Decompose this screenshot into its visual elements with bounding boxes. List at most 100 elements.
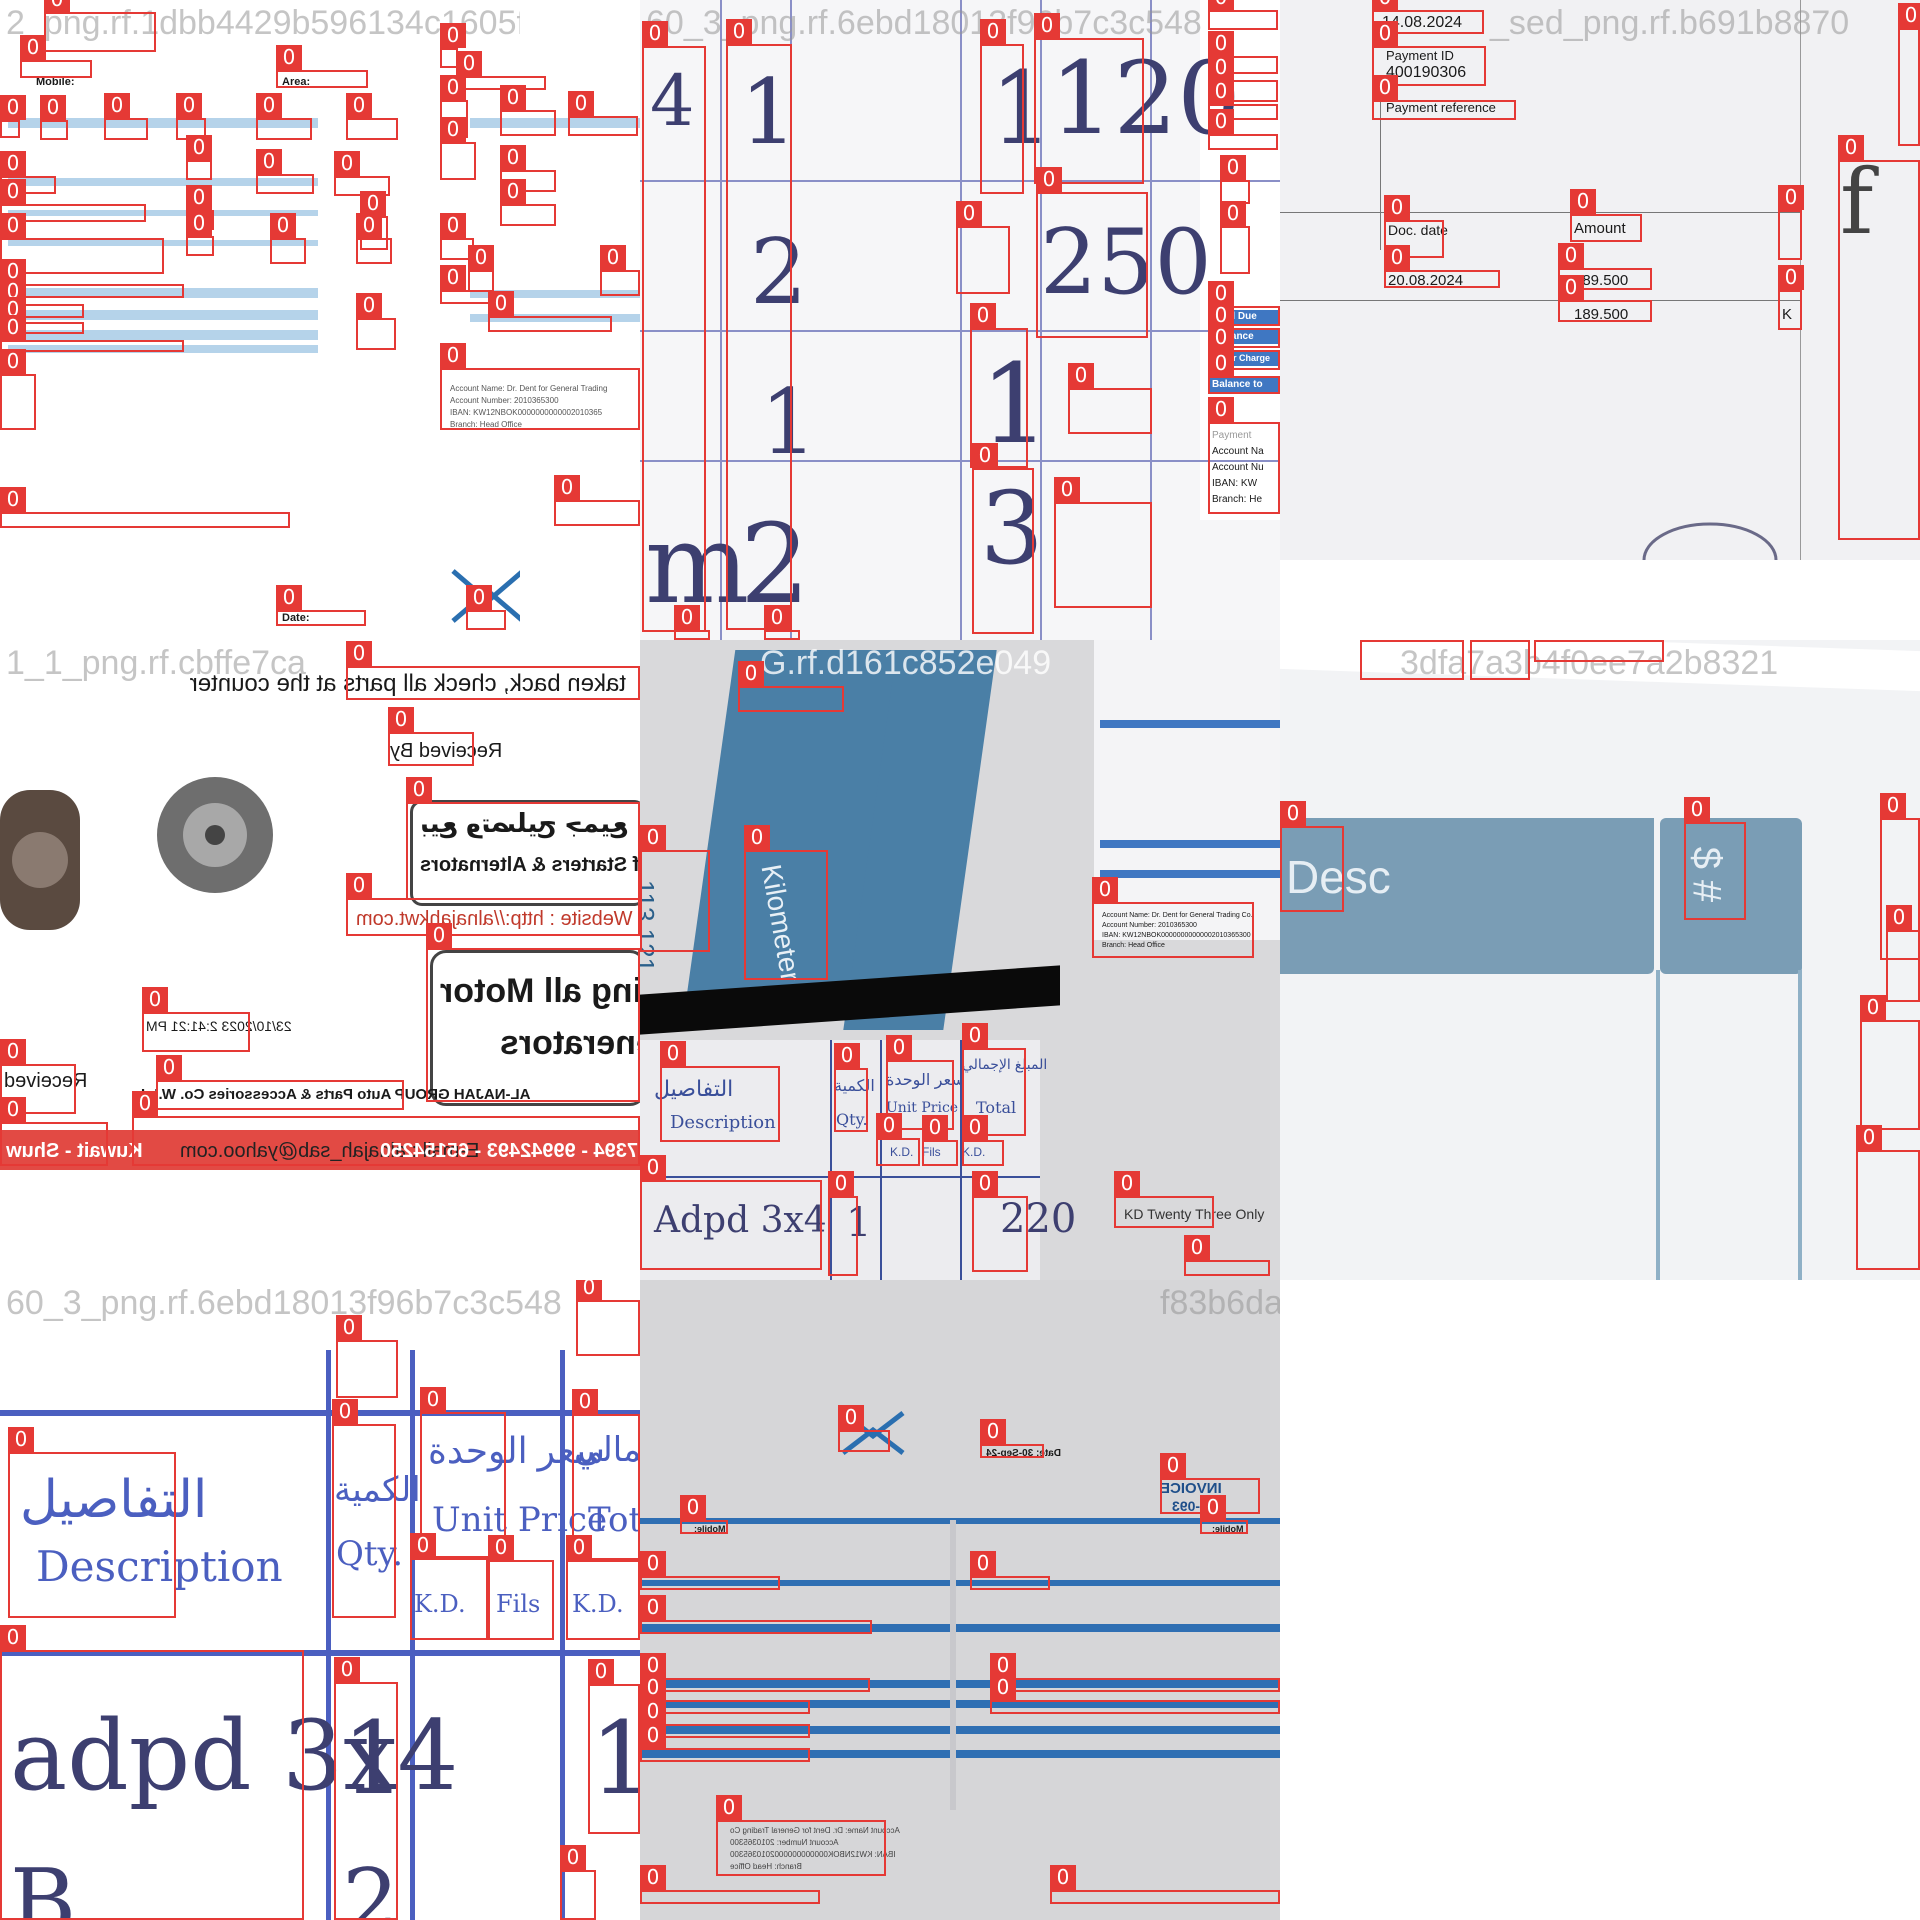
qty-arabic: الكمية <box>334 1471 421 1509</box>
table-line <box>410 1350 415 1920</box>
grid-line <box>720 0 722 640</box>
detection-box: 0 <box>1880 793 1920 960</box>
unit-price-arabic: سعر الوحدة <box>428 1430 605 1471</box>
total-due-label: Total Due <box>1212 311 1257 322</box>
detection-box: 0 <box>1208 31 1278 74</box>
detection-box: 0 <box>256 93 312 140</box>
description-arabic: التفاصيل <box>20 1471 208 1529</box>
tile-filename: f83b6da <box>1160 1284 1280 1322</box>
kd-header: K.D. <box>962 1145 986 1159</box>
kd-header: K.D. <box>890 1145 914 1159</box>
detection-box: 0 <box>1050 1865 1280 1904</box>
detection-box: 0 <box>44 0 156 52</box>
detection-box: 0 <box>1208 79 1278 120</box>
detection-box: 0 <box>1114 1171 1214 1228</box>
currency-code: K <box>1782 306 1793 323</box>
detection-box: 0 <box>406 777 640 900</box>
description-header: Description <box>36 1542 283 1591</box>
table-line <box>950 1520 956 1810</box>
detection-box: 0 <box>640 1653 870 1692</box>
detection-box: 0 <box>0 151 56 194</box>
detection-box: 0 <box>1778 185 1804 260</box>
detection-box: 0 <box>1036 167 1148 338</box>
detection-box: 0 <box>440 117 476 180</box>
tile-invoice-2: Account Name: Dr. Dent for General Tradi… <box>440 0 640 540</box>
detection-box: 0 <box>566 1535 640 1640</box>
bank-line: Branch: He <box>1212 494 1263 505</box>
detection-box: 0 <box>1558 275 1652 322</box>
detection-box: 0 <box>1208 109 1278 150</box>
detection-box: 0 <box>970 1551 1050 1590</box>
invoice-row <box>8 210 318 216</box>
bank-iban: IBAN: KW12NBOK0000000000002010365 <box>450 408 603 417</box>
detection-box: 0 <box>572 1389 640 1560</box>
invoice-row <box>1208 378 1280 392</box>
detection-box: 0 <box>990 1675 1280 1714</box>
tile-blue-header: 3dfa7a3b4f0ee7a2b8321 Desc $ # 0 0 0 0 0… <box>1280 640 1920 1280</box>
detection-box: 0 <box>1898 3 1920 146</box>
amount-in-words: KD Twenty Three Only <box>1124 1206 1265 1222</box>
invoice-row <box>640 1624 1280 1632</box>
detection-box: 0 <box>1470 640 1530 680</box>
detection-box: 0 <box>834 1043 868 1132</box>
unit-price-arabic: سعر الوحدة <box>886 1072 965 1089</box>
detection-box: 0 <box>962 1115 1004 1166</box>
handwriting: 1 <box>740 60 798 165</box>
detection-box: 0 <box>346 873 640 936</box>
detection-box: 0 <box>440 213 474 260</box>
tile-payment-receipt: _sed_png.rf.b691b8870 14.08.2024 Payment… <box>1280 0 1920 560</box>
detection-box: 0 <box>488 1535 554 1640</box>
doc-date-value: 20.08.2024 <box>1388 272 1464 289</box>
table-line <box>1280 300 1800 301</box>
tile-invoice-mirrored: f83b6da Date: 30-Sep-24 INVOICE I-093 Mo… <box>640 1280 1280 1920</box>
detection-box: 0 <box>426 923 640 1102</box>
grid-line <box>960 0 962 640</box>
detection-box: 0 <box>838 1405 890 1452</box>
detection-box: 0 <box>336 1315 398 1398</box>
table-line <box>1280 212 1800 213</box>
date-label: Date: <box>282 612 310 624</box>
detection-box: 0 <box>356 213 392 264</box>
invoice-row <box>640 1580 1280 1586</box>
handwritten-qty: 1 <box>342 1700 406 1817</box>
bank-account-number: Account Number: 2010365300 <box>450 396 559 405</box>
description-header: Description <box>670 1112 776 1133</box>
handwriting: 4 <box>650 60 695 142</box>
detection-box: 0 <box>980 19 1024 194</box>
tile-filename: _sed_png.rf.b691b8870 <box>1490 4 1850 42</box>
detection-box: 0 <box>1054 477 1152 608</box>
invoice-row <box>1100 870 1280 878</box>
doc-date-label: Doc. date <box>1388 222 1448 238</box>
bank-line: Branch: Head Office <box>1102 942 1165 949</box>
handwriting: 2 <box>750 220 808 325</box>
detection-box: 0 <box>276 45 368 88</box>
detection-box: 0 <box>680 1495 728 1534</box>
detection-box: 0 <box>1778 265 1804 330</box>
table-line <box>0 1650 640 1656</box>
bank-line: Account Nu <box>1212 462 1264 473</box>
detection-box: 0 <box>640 1723 810 1762</box>
detection-box: 0 <box>726 19 792 630</box>
description-arabic: التفاصيل <box>654 1076 734 1101</box>
detection-box: 0 <box>980 1419 1044 1458</box>
detection-box: 0 <box>0 179 146 222</box>
invoice-row <box>8 118 318 128</box>
table-line <box>0 1410 640 1416</box>
detection-box: 0 <box>660 1041 780 1142</box>
handwritten-qty: 2 <box>342 1850 400 1920</box>
detection-box: 0 <box>1208 351 1280 394</box>
bank-line: Account Na <box>1212 446 1264 457</box>
amount-value: 189.500 <box>1574 272 1629 289</box>
handwritten-total: 1 <box>590 1700 640 1817</box>
unit-price-header: Unit Price <box>886 1100 959 1116</box>
detection-box: 0 <box>8 1427 176 1618</box>
detection-box: 0 <box>744 825 828 980</box>
detection-box: 0 <box>738 661 844 712</box>
payer-charge-label: Payer Charge <box>1212 353 1271 363</box>
detection-box: 0 <box>600 245 640 296</box>
invoice-row <box>8 345 318 353</box>
handwritten-item: Adpd 3x4 <box>654 1200 827 1241</box>
detection-box: 0 <box>1220 155 1250 204</box>
detection-box: 0 <box>828 1171 858 1276</box>
detection-box: 0 <box>1280 801 1344 912</box>
